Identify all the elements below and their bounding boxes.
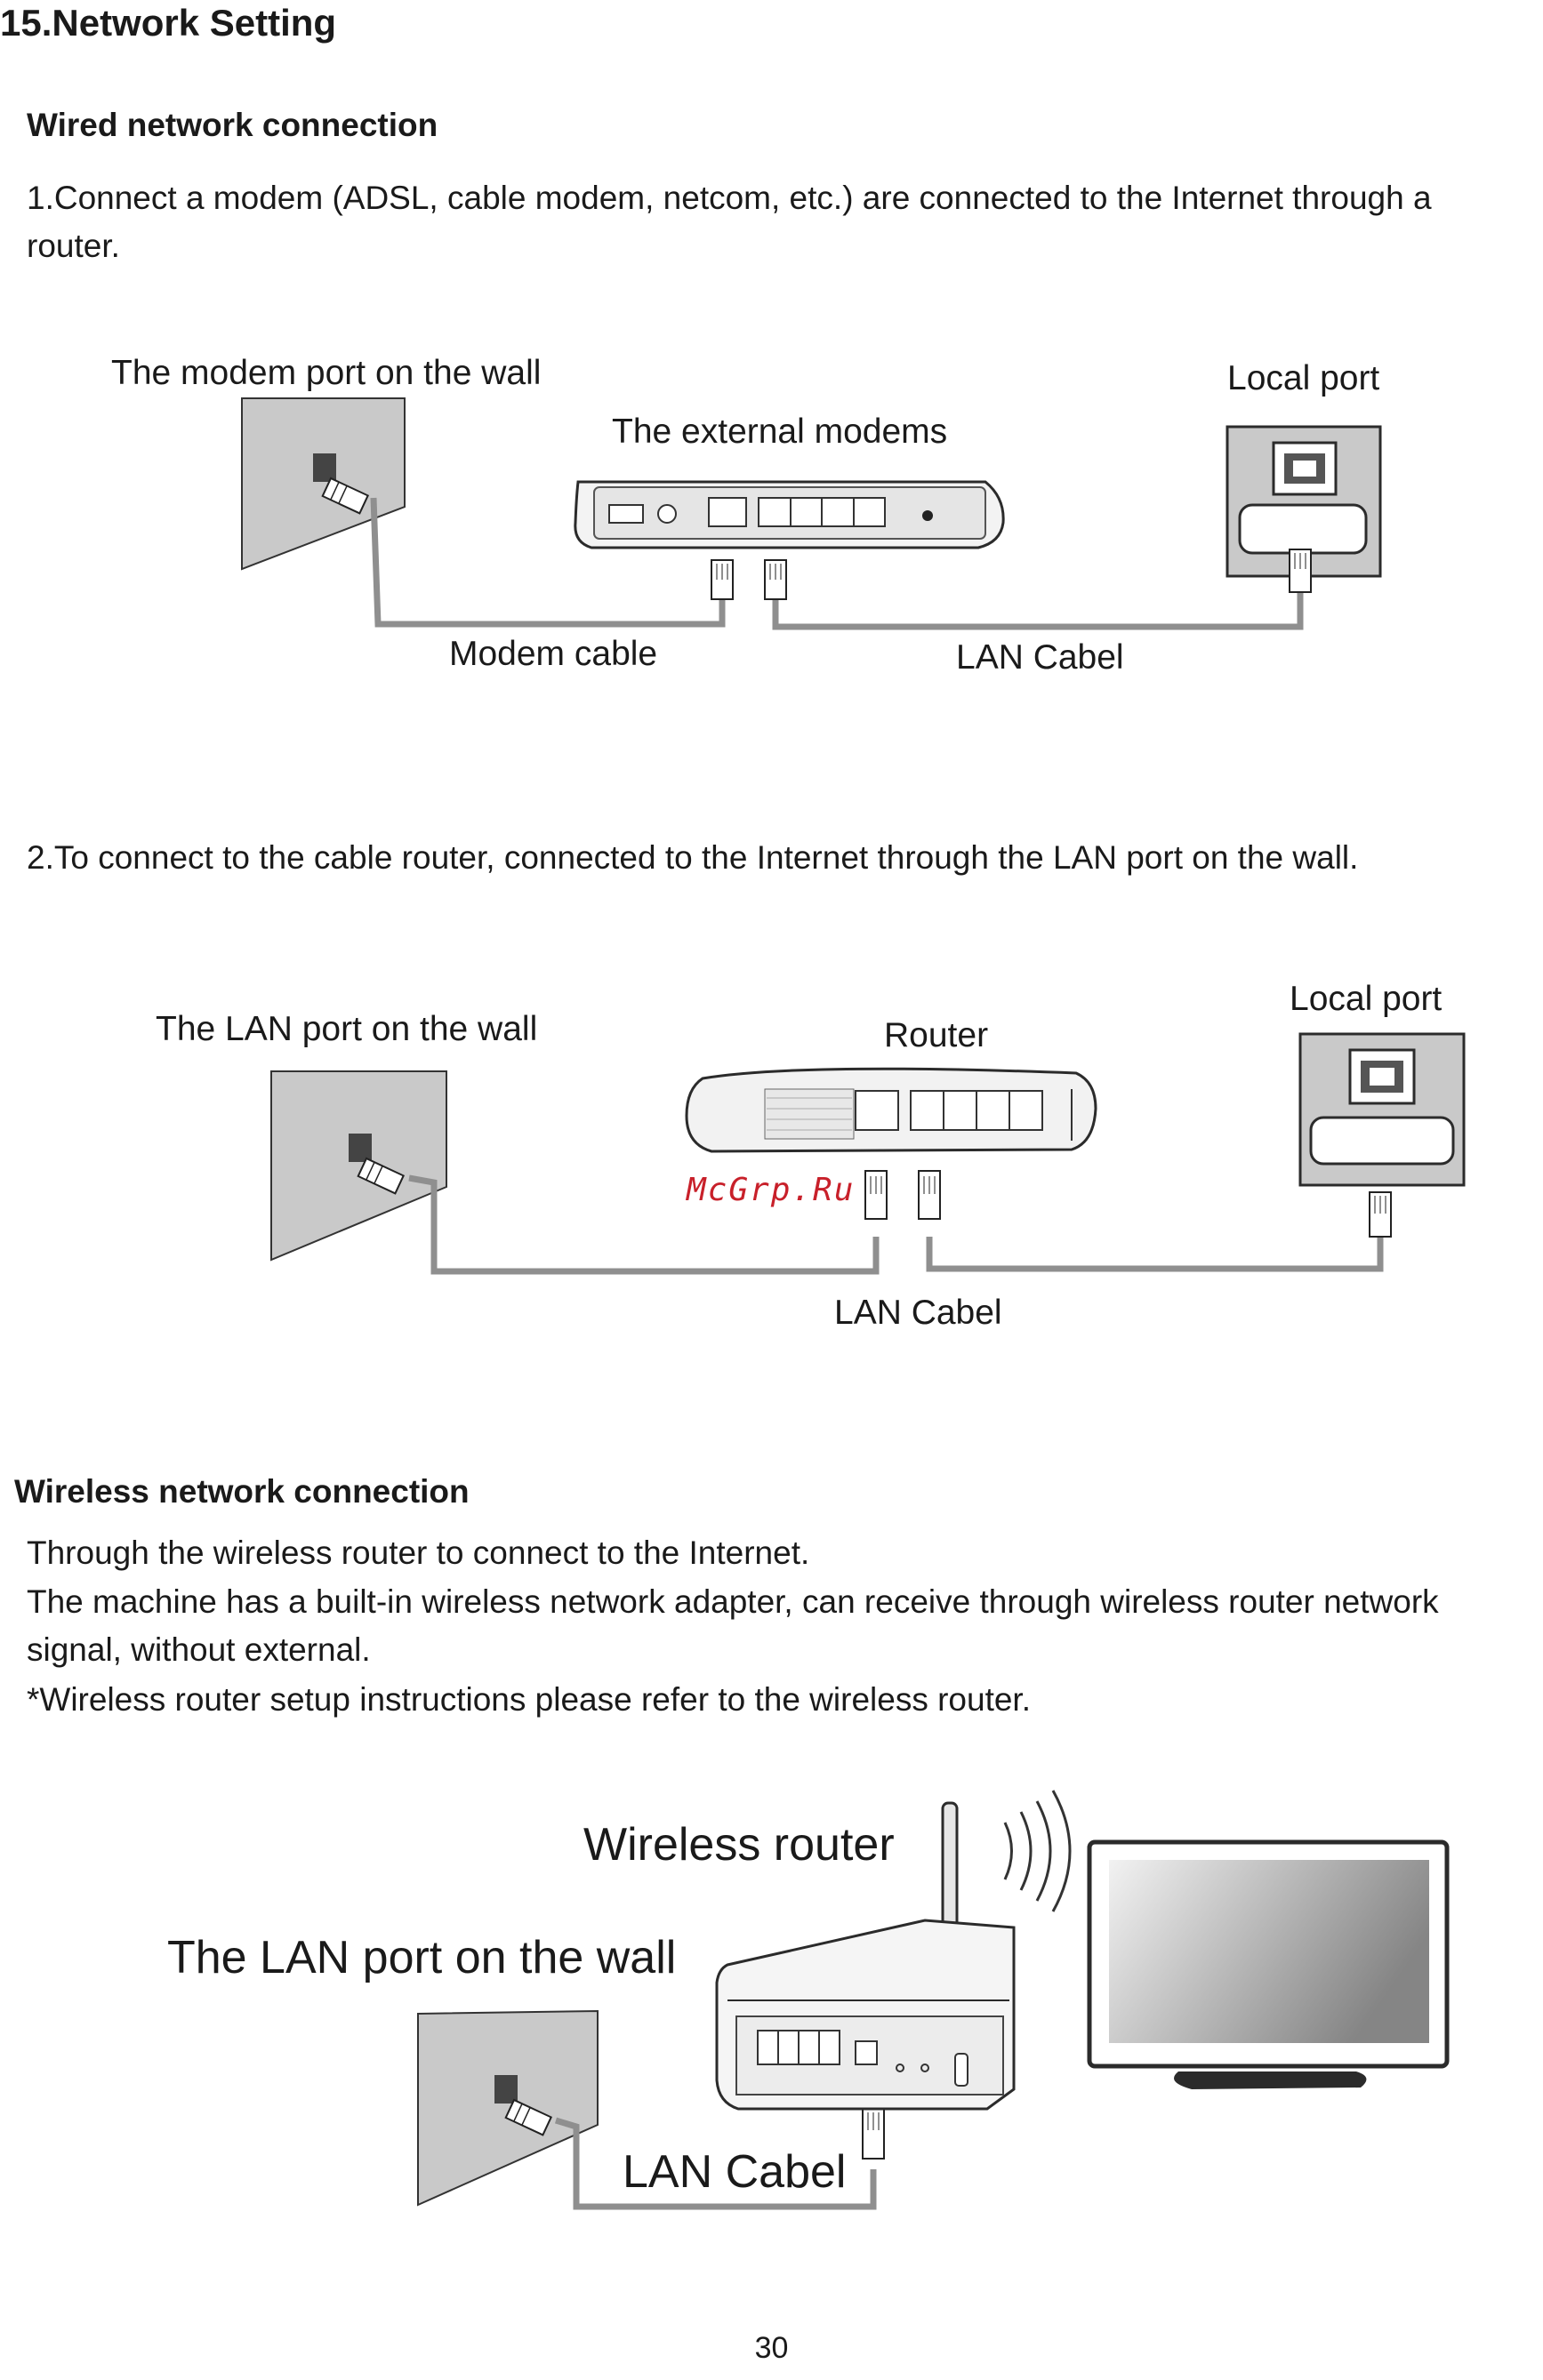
wall-panel-2 [270,1070,447,1262]
modem-cable-plug-icon [321,477,370,515]
wall-socket [313,453,336,482]
local-port-plug-icon-2 [1369,1191,1392,1238]
page-title: 15.Network Setting [0,2,337,44]
modem-cable-plug-icon-2 [711,559,734,600]
tv-icon [1087,1839,1450,2089]
external-modem-label: The external modems [612,413,948,451]
lan-cable-plug-icon-1 [764,559,787,600]
wall-plug-icon-3 [504,2098,553,2136]
wifi-signal-icon [1003,1790,1072,1912]
wired-step-1: 1.Connect a modem (ADSL, cable modem, ne… [27,180,1432,264]
wireless-router-icon [715,1919,1016,2111]
router-plug-icon-1 [864,1170,888,1220]
lan-cable-1 [772,591,1304,630]
lan-cable-label-1: LAN Cabel [956,638,1124,677]
wall-socket-2 [349,1134,372,1162]
wireless-line-1: Through the wireless router to connect t… [27,1535,810,1571]
wall-socket-3 [494,2075,518,2104]
wireless-router-label: Wireless router [583,1819,895,1871]
wall-to-router-cable [408,1174,880,1275]
lan-cable-plug-icon-2 [1289,549,1312,593]
modem-cable [370,497,726,628]
wired-heading: Wired network connection [27,107,438,143]
wall-plug-icon-2 [357,1157,406,1195]
router-label: Router [884,1016,989,1054]
wall-panel-3 [417,2009,599,2207]
wired-router-diagram [270,1032,1466,1275]
local-port-label-2: Local port [1290,980,1443,1018]
modem-cable-label: Modem cable [449,635,658,673]
modem-wall-port-label: The modem port on the wall [111,354,542,392]
wired-modem-diagram [241,397,1382,630]
wireless-lan-cable [554,2117,877,2210]
local-port-icon-2 [1298,1032,1466,1187]
lan-wall-port-label-3: The LAN port on the wall [167,1932,677,1983]
page-number: 30 [754,2331,789,2365]
wireless-line-2: The machine has a built-in wireless netw… [27,1583,1439,1668]
router-icon [685,1067,1097,1153]
router-plug-icon-2 [918,1170,941,1220]
external-modem-icon [574,480,1005,549]
router-to-local-cable [926,1233,1384,1272]
watermark: McGrp.Ru [687,1172,856,1208]
lan-cable-label-2: LAN Cabel [834,1294,1002,1332]
lan-cable-label-3: LAN Cabel [623,2146,847,2198]
lan-wall-port-label: The LAN port on the wall [156,1010,538,1048]
tv-screen [1109,1860,1429,2043]
wireless-line-3: *Wireless router setup instructions plea… [27,1681,1031,1718]
tv-stand [1174,2071,1367,2089]
wireless-diagram [417,1790,1450,2210]
wireless-plug-icon [862,2106,885,2160]
local-port-icon-1 [1226,425,1382,578]
wired-step-2: 2.To connect to the cable router, connec… [27,839,1359,876]
wireless-heading: Wireless network connection [14,1473,470,1510]
wall-panel [241,397,406,571]
local-port-label-1: Local port [1227,359,1380,397]
